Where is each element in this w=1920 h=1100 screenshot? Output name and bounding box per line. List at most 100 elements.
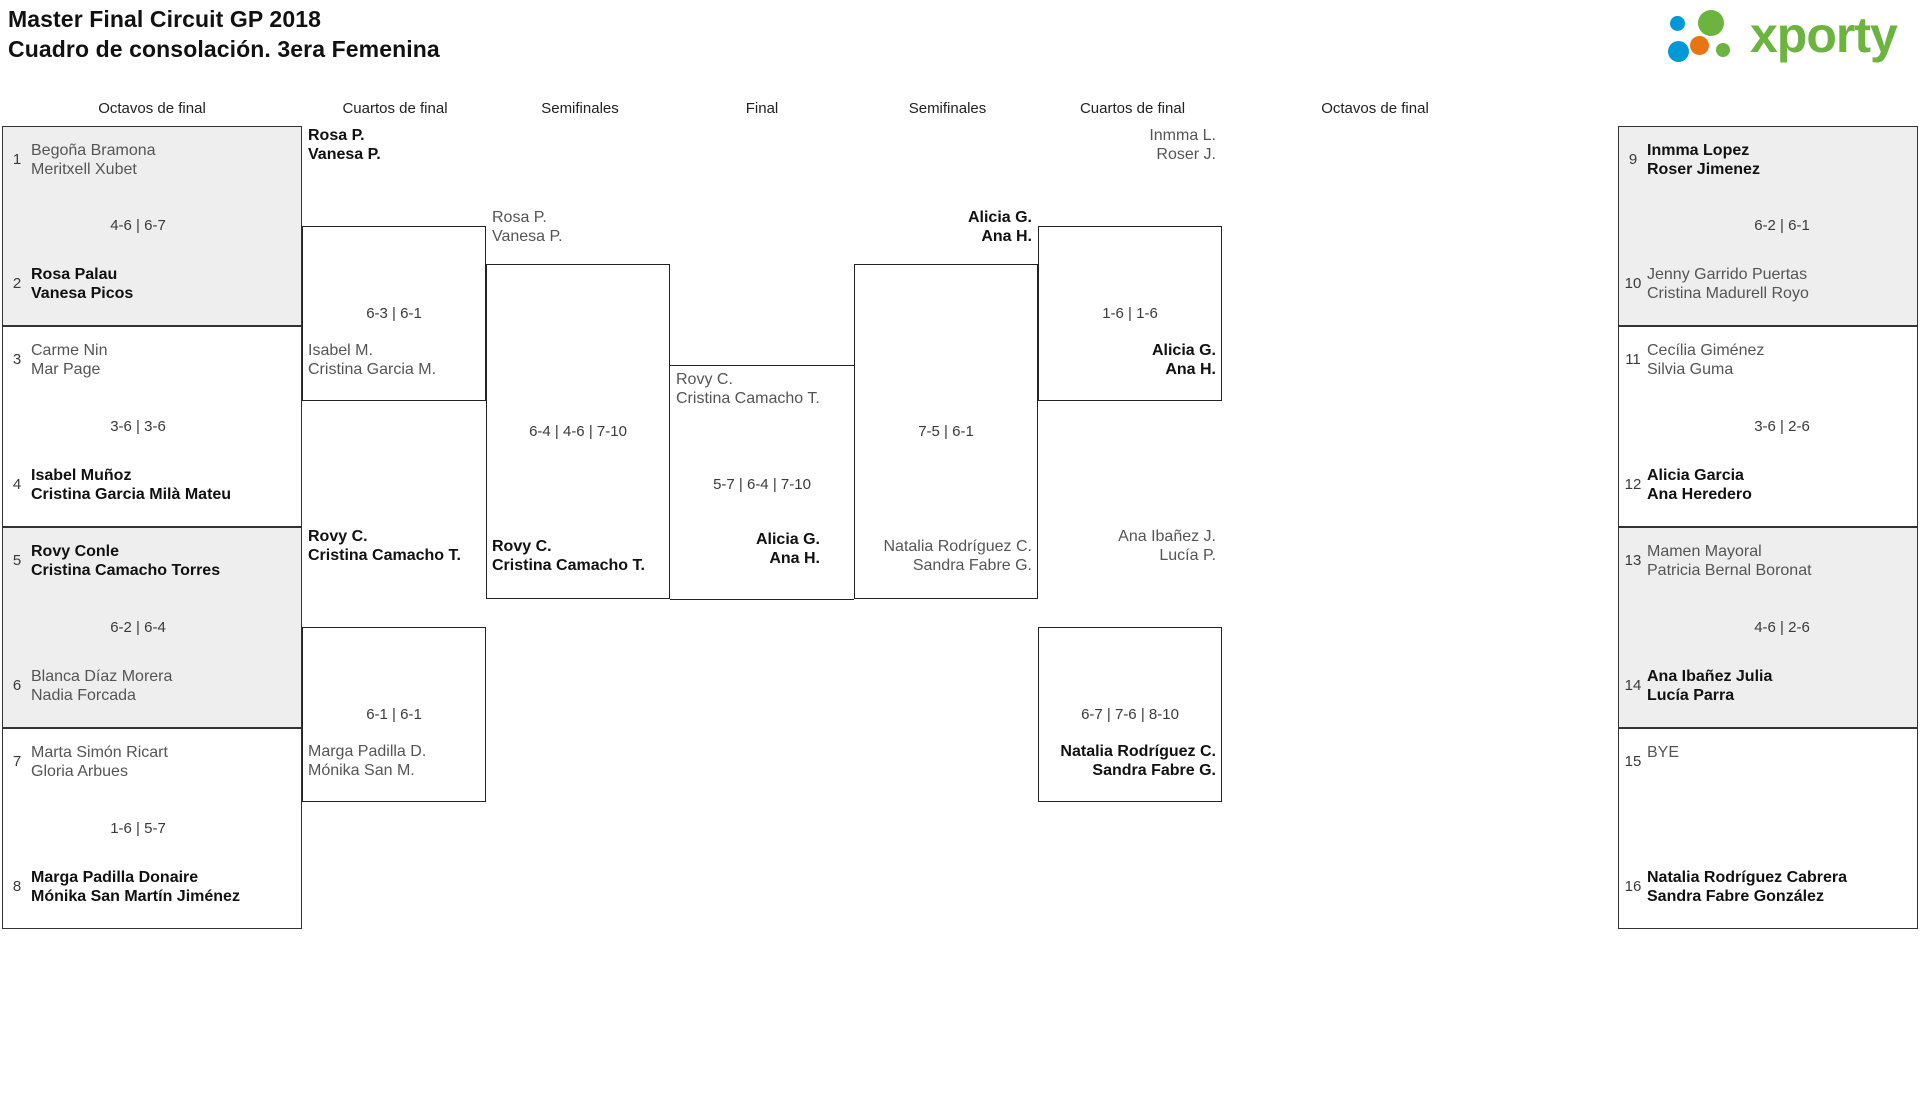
player-name-1: Alicia G. <box>755 531 820 548</box>
seed-number: 7 <box>12 753 22 770</box>
seed-number: 6 <box>12 677 22 694</box>
match-score: 3-6 | 3-6 <box>110 417 166 435</box>
logo-wordmark: xporty <box>1750 7 1898 63</box>
final-left-team: Rovy C.Cristina Camacho T. <box>676 370 926 408</box>
seed-number: 16 <box>1624 878 1642 895</box>
match-score: 1-6 | 1-6 <box>1102 304 1158 322</box>
player-name-1: Ana Ibañez Julia <box>1647 668 1773 685</box>
round-header-0: Octavos de final <box>98 100 206 117</box>
match-score: 6-2 | 6-4 <box>110 618 166 636</box>
player-name-2: Ana H. <box>769 550 820 567</box>
quarter-bracket-right-2[interactable]: 6-7 | 7-6 | 8-10 <box>1038 627 1222 802</box>
match-score: 1-6 | 5-7 <box>110 819 166 837</box>
player-name-2: Roser Jimenez <box>1647 161 1760 178</box>
player-name-1: Alicia G. <box>1151 342 1216 359</box>
match-score: 4-6 | 6-7 <box>110 217 166 234</box>
player-name-1: Alicia Garcia <box>1647 467 1744 484</box>
player-name-1: Natalia Rodríguez Cabrera <box>1647 869 1848 886</box>
seed-number: 11 <box>1625 351 1641 368</box>
seed-number: 2 <box>12 275 22 292</box>
player-name-1: Mamen Mayoral <box>1647 543 1762 560</box>
match-score: 6-7 | 7-6 | 8-10 <box>1081 705 1179 723</box>
round-header-5: Cuartos de final <box>1079 100 1186 117</box>
round-header-1: Cuartos de final <box>342 100 448 117</box>
semi-top-team-left: Rosa P.Vanesa P. <box>492 208 742 246</box>
match-score: 4-6 | 2-6 <box>1754 618 1810 636</box>
seed-number: 10 <box>1624 275 1642 292</box>
semi-top-team-right: Alicia G.Ana H. <box>782 208 1032 246</box>
player-name-2: Lucía Parra <box>1647 687 1735 704</box>
semi-bracket-right[interactable]: 7-5 | 6-1 <box>854 264 1038 599</box>
player-name-1: Blanca Díaz Morera <box>31 668 173 685</box>
player-name-1: Carme Nin <box>31 342 108 359</box>
match-score: 7-5 | 6-1 <box>918 422 974 440</box>
player-name-2: Cristina Camacho T. <box>308 547 461 564</box>
round-header-6: Octavos de final <box>1321 100 1429 117</box>
round-header-2: Semifinales <box>541 100 619 117</box>
seed-number: 12 <box>1624 476 1642 493</box>
quarter-advancing-left-1: Rosa P.Vanesa P. <box>308 126 558 164</box>
player-name-1: Rovy C. <box>676 371 733 388</box>
seed-number: 8 <box>12 878 22 895</box>
seed-number: 4 <box>12 476 22 493</box>
quarter-advancing-right-1: Alicia G.Ana H. <box>966 341 1216 379</box>
quarter-bracket-right-1[interactable]: 1-6 | 1-6 <box>1038 226 1222 401</box>
player-name-2: Mónika San M. <box>308 762 415 779</box>
player-name-1: Jenny Garrido Puertas <box>1647 266 1808 283</box>
player-name-2: Lucía P. <box>1159 547 1216 564</box>
bracket-subtitle: Cuadro de consolación. 3era Femenina <box>8 36 440 62</box>
quarter-bracket-left-2[interactable]: 6-1 | 6-1 <box>302 627 486 802</box>
quarter-advancing-right-2: Natalia Rodríguez C.Sandra Fabre G. <box>966 742 1216 780</box>
player-name-2: Cristina Garcia M. <box>308 361 437 378</box>
semi-bottom-team-right: Natalia Rodríguez C.Sandra Fabre G. <box>782 537 1032 575</box>
player-name-1: Begoña Bramona <box>31 142 156 159</box>
seed-number: 9 <box>1628 151 1638 168</box>
quarter-bracket-left-1[interactable]: 6-3 | 6-1 <box>302 226 486 401</box>
player-name-1: Rovy Conle <box>31 543 120 560</box>
logo-dots-icon <box>1668 10 1746 62</box>
match-score: 6-4 | 4-6 | 7-10 <box>529 422 627 440</box>
player-name-1: Rosa P. <box>492 209 547 226</box>
final-bracket[interactable]: 5-7 | 6-4 | 7-10 <box>670 365 854 600</box>
player-name-2: Cristina Garcia Milà Mateu <box>31 486 232 503</box>
player-name-2: Sandra Fabre González <box>1647 888 1824 905</box>
player-name-1: Natalia Rodríguez C. <box>883 538 1032 555</box>
player-name-1: Marga Padilla Donaire <box>31 869 199 886</box>
quarter-loser-right-1: Inmma L.Roser J. <box>966 126 1216 164</box>
player-name-1: Isabel Muñoz <box>31 467 132 484</box>
player-name-2: Cristina Madurell Royo <box>1647 285 1809 302</box>
player-name-2: Patricia Bernal Boronat <box>1647 562 1812 579</box>
player-name-2: Meritxell Xubet <box>31 161 137 178</box>
match-score: 3-6 | 2-6 <box>1754 417 1810 435</box>
seed-number: 14 <box>1624 677 1642 694</box>
player-name-2: Cristina Camacho Torres <box>31 562 221 579</box>
player-name-1: Alicia G. <box>967 209 1032 226</box>
player-name-2: Silvia Guma <box>1647 361 1734 378</box>
player-name-2: Mar Page <box>31 361 101 378</box>
semi-bracket-left[interactable]: 6-4 | 4-6 | 7-10 <box>486 264 670 599</box>
seed-number: 1 <box>12 151 22 168</box>
